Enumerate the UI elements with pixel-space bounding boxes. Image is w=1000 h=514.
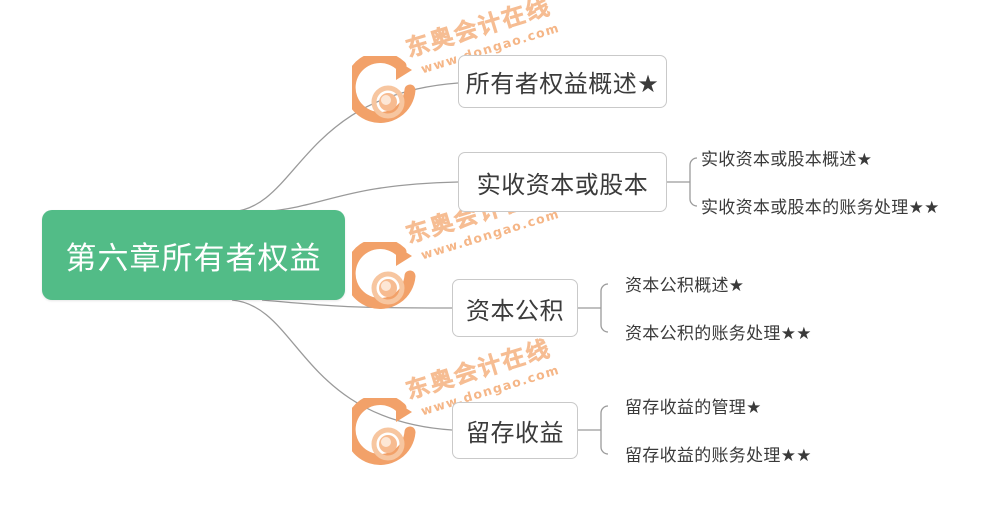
watermark-brand: 东奥会计在线 [403, 335, 555, 405]
branch-node-4[interactable]: 留存收益 [452, 402, 578, 459]
leaf-label-branch-3-child-2[interactable]: 资本公积的账务处理★★ [625, 324, 812, 344]
branch-node-1[interactable]: 所有者权益概述★ [458, 55, 667, 108]
edge-root-to-branch-3 [261, 299, 453, 309]
edge-branch-4-bracket [600, 405, 609, 455]
edge-root-to-branch-4 [231, 299, 453, 431]
edge-branch-3-bracket [600, 283, 609, 333]
branch-node-2[interactable]: 实收资本或股本 [458, 152, 667, 212]
dongao-spiral-logo-icon [352, 398, 416, 466]
edge-root-to-branch-1 [231, 82, 459, 213]
dongao-spiral-logo-icon [352, 56, 416, 124]
leaf-label-branch-4-child-2[interactable]: 留存收益的账务处理★★ [625, 446, 812, 466]
watermark-brand: 东奥会计在线 [403, 0, 555, 63]
branch-node-3[interactable]: 资本公积 [452, 279, 578, 337]
leaf-label-branch-3-child-1[interactable]: 资本公积概述★ [625, 276, 745, 296]
leaf-label-branch-2-child-1[interactable]: 实收资本或股本概述★ [701, 150, 873, 170]
leaf-label-branch-4-child-1[interactable]: 留存收益的管理★ [625, 398, 762, 418]
dongao-spiral-logo-icon [352, 242, 416, 310]
edge-root-to-branch-2 [261, 181, 459, 213]
root-node[interactable]: 第六章所有者权益 [42, 210, 345, 300]
edge-branch-2-bracket [689, 157, 698, 207]
leaf-label-branch-2-child-2[interactable]: 实收资本或股本的账务处理★★ [701, 198, 940, 218]
